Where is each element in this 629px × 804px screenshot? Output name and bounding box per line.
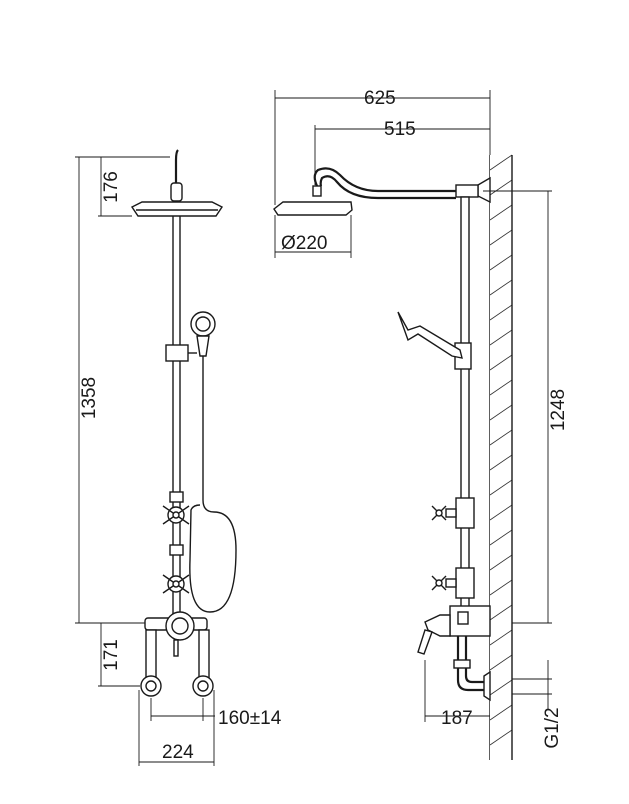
dim-wall-offset: 187 bbox=[441, 708, 473, 729]
side-view bbox=[273, 154, 513, 760]
front-head-collar bbox=[170, 182, 183, 202]
side-mixer-body bbox=[449, 605, 491, 637]
side-top-tee bbox=[455, 184, 479, 198]
side-inlet-flange bbox=[483, 670, 491, 702]
wall-hatching bbox=[489, 154, 513, 746]
dim-centers: 160±14 bbox=[218, 708, 282, 729]
front-dimensions: 1358 176 171 160±14 224 bbox=[75, 156, 282, 766]
side-upper-valve-body bbox=[455, 497, 475, 529]
side-top-wall-bracket bbox=[477, 176, 491, 204]
side-shower-head bbox=[273, 201, 353, 216]
dim-overall-width: 625 bbox=[364, 88, 396, 109]
front-left-leg bbox=[145, 629, 157, 679]
side-inlet-coupling bbox=[453, 659, 471, 669]
side-inlet-elbow bbox=[456, 636, 484, 692]
front-right-flange-inner bbox=[197, 680, 209, 692]
dim-arm-reach: 515 bbox=[384, 119, 416, 140]
front-coupling-1 bbox=[169, 491, 184, 503]
side-mixer-lever-mount bbox=[424, 614, 451, 637]
side-lower-valve-body bbox=[455, 567, 475, 599]
front-shower-head bbox=[130, 201, 224, 217]
side-mixer-lever bbox=[417, 629, 433, 655]
side-hand-shower bbox=[397, 311, 463, 359]
front-slider-bracket bbox=[165, 344, 189, 362]
front-coupling-2 bbox=[169, 544, 184, 556]
dim-total-height: 1358 bbox=[79, 377, 100, 419]
side-dimensions: 625 515 Ø220 1248 187 G1/2 bbox=[274, 88, 569, 749]
front-right-leg bbox=[198, 629, 210, 679]
front-riser-top bbox=[174, 149, 179, 215]
front-hose bbox=[189, 356, 237, 613]
side-lower-valve-handle bbox=[431, 575, 457, 591]
front-hand-shower-handle bbox=[196, 335, 210, 357]
dim-thread: G1/2 bbox=[542, 707, 563, 748]
front-mixer-body bbox=[144, 611, 208, 657]
dim-riser-height: 1248 bbox=[548, 389, 569, 431]
dim-head-height: 176 bbox=[101, 171, 122, 203]
front-hand-shower-inner bbox=[195, 316, 211, 332]
dim-base-width: 224 bbox=[162, 742, 194, 763]
front-left-flange-inner bbox=[145, 680, 157, 692]
front-lower-valve bbox=[162, 574, 190, 594]
side-upper-valve-handle bbox=[431, 505, 457, 521]
side-riser-pipe bbox=[460, 196, 470, 618]
side-shower-arm-lower bbox=[319, 175, 456, 200]
front-diverter-valve bbox=[162, 505, 190, 525]
side-mixer-cap bbox=[457, 611, 469, 625]
side-head-neck bbox=[312, 185, 322, 197]
dim-head-diameter: Ø220 bbox=[281, 233, 327, 254]
front-view bbox=[130, 149, 237, 697]
side-inlet-elbow-inner bbox=[464, 636, 484, 684]
dim-inlet-height: 171 bbox=[101, 639, 122, 671]
